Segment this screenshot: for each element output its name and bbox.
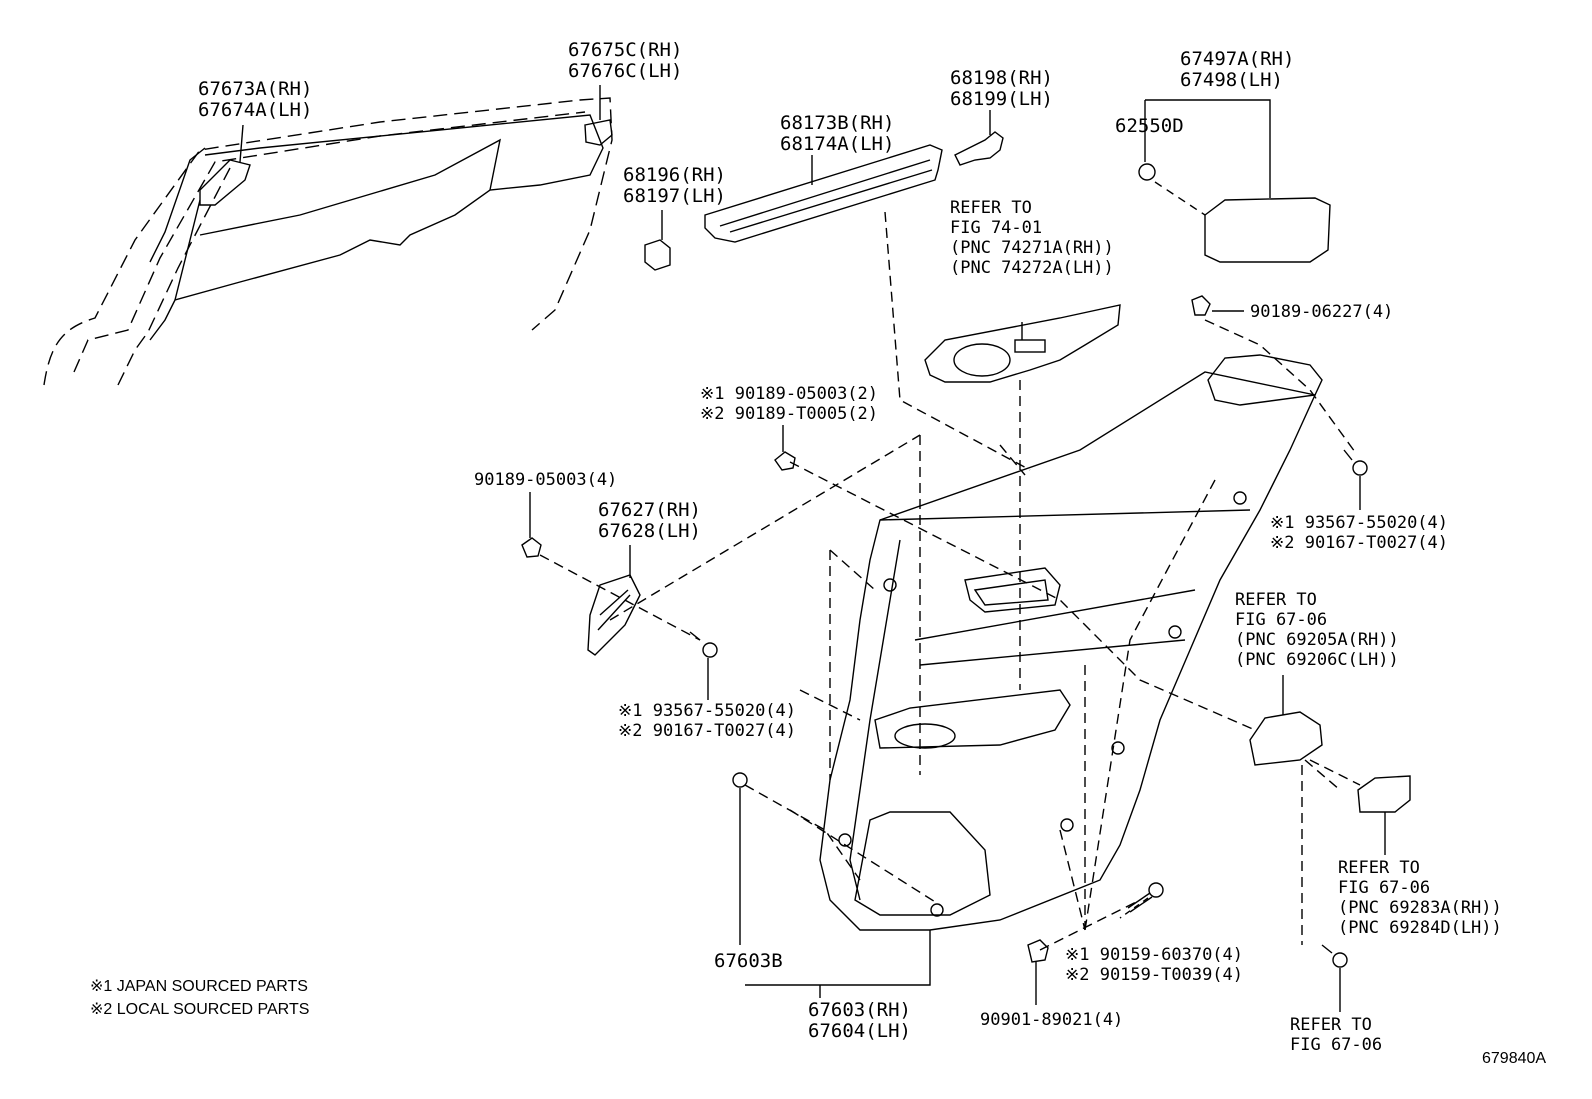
part-93567-left-screw bbox=[689, 631, 718, 658]
leader-67673a bbox=[239, 124, 244, 163]
label-90159: ※1 90159-60370(4)※2 90159-T0039(4) bbox=[1065, 945, 1244, 985]
part-67673a-shape bbox=[199, 159, 251, 206]
part-67675c-shape bbox=[584, 119, 613, 146]
figure-id: 679840A bbox=[1482, 1050, 1547, 1067]
part-68196-shape bbox=[644, 239, 671, 271]
label-67603: 67603(RH)67604(LH) bbox=[808, 999, 911, 1042]
label-90189-06227: 90189-06227(4) bbox=[1250, 302, 1394, 322]
label-93567-right: ※1 93567-55020(4)※2 90167-T0027(4) bbox=[1270, 513, 1449, 553]
part-93567-right-screw bbox=[1343, 449, 1368, 476]
part-62550d-clip bbox=[1138, 163, 1156, 181]
label-90189-05003-4: 90189-05003(4) bbox=[474, 470, 618, 490]
panel-clips bbox=[838, 491, 1247, 917]
label-68196: 68196(RH)68197(LH) bbox=[623, 164, 726, 207]
part-90189-05003-4-clip bbox=[521, 537, 542, 558]
label-62550d: 62550D bbox=[1115, 115, 1184, 137]
leader-67497a bbox=[1145, 99, 1271, 198]
part-90189-05003-2-clip bbox=[774, 451, 796, 471]
part-screw-6706 bbox=[1321, 944, 1348, 968]
part-74271a-shape bbox=[924, 304, 1121, 383]
assembly-lines bbox=[539, 211, 1361, 951]
part-69205a-shape bbox=[1249, 711, 1323, 766]
part-69283a-shape bbox=[1357, 775, 1411, 813]
door-trim-panel bbox=[819, 371, 1316, 931]
part-90159-screw bbox=[1127, 882, 1164, 913]
bracket-upper-right bbox=[1207, 354, 1323, 406]
leader-62550d-dash bbox=[1154, 181, 1206, 216]
label-90189-05003-2: ※1 90189-05003(2)※2 90189-T0005(2) bbox=[700, 384, 879, 424]
leader-90159 bbox=[1119, 897, 1149, 919]
part-90901-nut bbox=[1027, 939, 1049, 963]
leader-67603 bbox=[745, 930, 931, 986]
label-67673a: 67673A(RH)67674A(LH) bbox=[198, 78, 313, 121]
door-frame-solid bbox=[149, 114, 604, 341]
note-japan-sourced: ※1 JAPAN SOURCED PARTS bbox=[90, 978, 308, 995]
label-68198: 68198(RH)68199(LH) bbox=[950, 67, 1053, 110]
part-67603b-clip bbox=[732, 772, 748, 788]
label-67497a: 67497A(RH)67498(LH) bbox=[1180, 48, 1295, 91]
label-67603b: 67603B bbox=[714, 950, 783, 972]
label-90901: 90901-89021(4) bbox=[980, 1010, 1124, 1030]
note-local-sourced: ※2 LOCAL SOURCED PARTS bbox=[90, 1001, 310, 1018]
label-68173b: 68173B(RH)68174A(LH) bbox=[780, 112, 895, 155]
label-67675c: 67675C(RH)67676C(LH) bbox=[568, 39, 683, 82]
label-67627: 67627(RH)67628(LH) bbox=[598, 499, 701, 542]
part-68173b-shape bbox=[704, 144, 943, 243]
part-68198-shape bbox=[954, 131, 1004, 166]
label-93567-left: ※1 93567-55020(4)※2 90167-T0027(4) bbox=[618, 701, 797, 741]
part-67627-shape bbox=[587, 574, 641, 656]
part-90189-06227-clip bbox=[1191, 295, 1211, 316]
part-67497a-shape bbox=[1204, 197, 1331, 263]
